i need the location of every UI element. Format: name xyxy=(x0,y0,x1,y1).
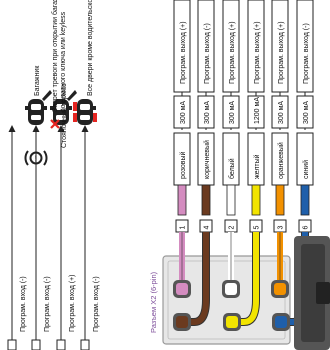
output-box xyxy=(271,0,289,93)
x2-connector xyxy=(162,232,309,345)
current-box xyxy=(271,95,289,129)
output-box xyxy=(197,0,215,93)
svg-text:!: ! xyxy=(35,155,38,164)
input-description: Все двери кроме водительской xyxy=(86,0,94,96)
input-description: со штатного ключа или keyless xyxy=(60,11,67,112)
current-label: 300 мА xyxy=(229,101,236,124)
connector-pin xyxy=(173,232,210,331)
program-input: Програм. вход (+) xyxy=(56,125,76,350)
wires-group: Програм. выход (+)300 мАрозовый1Програм.… xyxy=(173,0,314,233)
wire: Програм. выход (-) 300 мА синий 6 xyxy=(296,0,314,233)
output-label: Програм. выход (+) xyxy=(180,21,187,84)
current-box xyxy=(247,95,265,129)
connector-pin xyxy=(271,232,289,298)
wire: Програм. выход (+) 300 мА оранжевый 3 xyxy=(271,0,289,233)
car-trunk-icon xyxy=(25,90,52,125)
current-box xyxy=(222,95,240,129)
pin-label: 1 xyxy=(180,226,187,230)
wire-color-label: синий xyxy=(302,160,310,179)
output-label: Програм. выход (+) xyxy=(254,21,261,84)
wire: Програм. выход (+) 1200 мА желтый 5 xyxy=(247,0,265,233)
main-unit-icon xyxy=(294,236,330,350)
wire-color-label: белый xyxy=(228,158,236,179)
current-label: 300 мА xyxy=(278,101,285,124)
connector-pin xyxy=(173,232,191,298)
wire: Програм. выход (+) 300 мА белый 2 xyxy=(222,0,240,233)
current-box xyxy=(296,95,314,129)
current-box xyxy=(197,95,215,129)
pin-label: 5 xyxy=(254,226,261,230)
output-box xyxy=(247,0,265,93)
car-trunk-alarm-icon xyxy=(50,90,77,129)
program-input-label: Програм. вход (+) xyxy=(69,274,76,332)
program-input-label: Програм. вход (-) xyxy=(44,276,51,332)
output-label: Програм. выход (+) xyxy=(278,21,285,84)
wire-color-label: коричневый xyxy=(203,140,211,179)
program-input-label: Програм. вход (-) xyxy=(20,276,27,332)
current-label: 300 мА xyxy=(204,101,211,124)
connector-pin xyxy=(223,232,260,331)
output-label: Програм. выход (+) xyxy=(229,21,236,84)
wire-color-label: оранжевый xyxy=(277,142,285,179)
wire-color-label: желтый xyxy=(253,154,261,179)
output-box xyxy=(222,0,240,93)
pin-label: 2 xyxy=(229,226,236,230)
program-input-label: Програм. вход (-) xyxy=(93,276,100,332)
pin-label: 4 xyxy=(204,226,211,230)
input-description: Стояночный тормоз xyxy=(60,83,68,148)
input-description: Запрет тревоги при открытии багажника xyxy=(51,0,59,112)
output-label: Програм. выход (-) xyxy=(303,23,310,84)
current-label: 300 мА xyxy=(180,101,187,124)
input-description: Багажник xyxy=(34,65,41,96)
program-input: Програм. вход (-) xyxy=(7,125,27,350)
program-input: Програм. вход (-) xyxy=(80,125,100,350)
car-doors-icon xyxy=(73,99,97,125)
connector-pin xyxy=(222,232,240,298)
output-box xyxy=(173,0,191,93)
pin-label: 6 xyxy=(303,226,310,230)
wire: Програм. выход (-) 300 мА коричневый 4 xyxy=(197,0,215,233)
program-inputs-group: Програм. вход (-) Програм. вход (-) Програ… xyxy=(7,0,100,350)
parking-brake-icon: ! xyxy=(24,150,48,166)
current-box xyxy=(173,95,191,129)
wire-color-label: розовый xyxy=(179,152,187,179)
output-label: Програм. выход (-) xyxy=(204,23,211,84)
connector-title: Разъем X2 (6-pin) xyxy=(149,271,158,333)
wire: Програм. выход (+) 300 мА розовый 1 xyxy=(173,0,191,233)
pin-label: 3 xyxy=(278,226,285,230)
current-label: 1200 мА xyxy=(254,97,261,124)
output-box xyxy=(296,0,314,93)
program-input: Програм. вход (-) xyxy=(31,125,51,350)
current-label: 300 мА xyxy=(303,101,310,124)
